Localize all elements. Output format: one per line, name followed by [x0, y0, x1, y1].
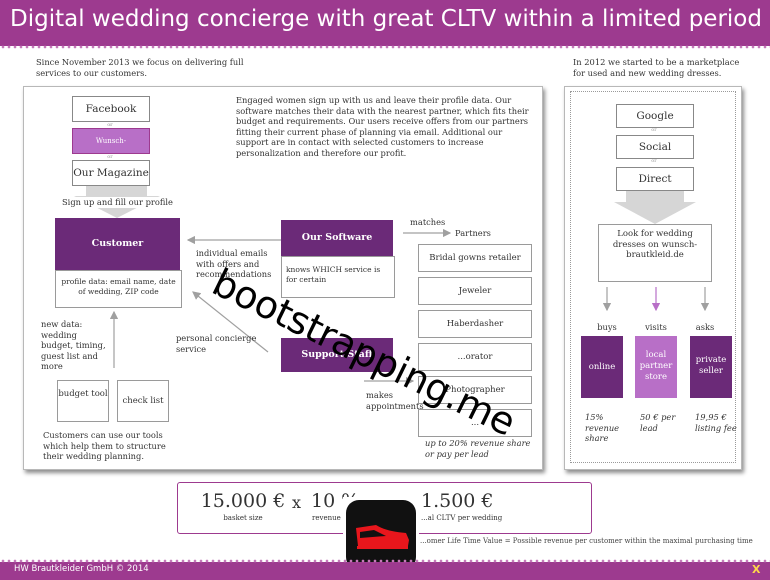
tool-check-list[interactable]: check list: [117, 380, 169, 422]
left-intro: Since November 2013 we focus on deliveri…: [36, 57, 244, 78]
partner-jeweler: Jeweler: [418, 277, 532, 305]
or-label: or: [651, 158, 657, 164]
customer-box: Customer: [55, 218, 180, 270]
cltv-definition: ...omer Life Time Value = Possible reven…: [420, 537, 753, 545]
description-text: Engaged women sign up with us and leave …: [236, 95, 529, 158]
software-detail-text: knows WHICH service is for certain: [286, 265, 381, 284]
or-label: or: [107, 154, 113, 160]
revenue-online: 15% revenue share: [585, 412, 620, 443]
source-social: Social: [616, 135, 694, 159]
right-panel-dotted-frame: [570, 91, 736, 463]
revenue-private: 19,95 € listing fee: [695, 412, 737, 433]
box-online: online: [581, 336, 623, 398]
makes-appointments-label: makes appointments: [366, 390, 424, 411]
partners-label: Partners: [455, 228, 491, 238]
individual-emails-label: individual emails with offers and recomm…: [196, 248, 272, 279]
box-local-partner-store-label: local partner store: [639, 350, 673, 382]
cltv-label: ...al CLTV per wedding: [421, 514, 503, 522]
box-private-seller: private seller: [690, 336, 732, 398]
shoe-icon: [356, 525, 409, 549]
partner-photographer: Photographer: [418, 376, 532, 404]
source-google: Google: [616, 104, 694, 128]
header-dots: [0, 44, 770, 50]
lookfor-text: Look for wedding dresses on wunsch-braut…: [612, 229, 698, 260]
box-local-partner-store: local partner store: [635, 336, 677, 398]
title-bar: Digital wedding concierge with great CLT…: [0, 0, 770, 50]
revenue-local: 50 € per lead: [640, 412, 676, 433]
tool-budget-label: budget tool: [58, 389, 108, 399]
revenue-label: revenue: [312, 514, 341, 522]
source-facebook: Facebook: [72, 96, 150, 122]
personal-service-label: personal concierge service: [176, 333, 257, 354]
or-label: or: [651, 127, 657, 133]
footer-copyright: HW Brautkleider GmbH © 2014: [14, 564, 149, 574]
tool-budget[interactable]: budget tool: [57, 380, 109, 422]
matches-label: matches: [410, 217, 446, 227]
partner-decorator: ...orator: [418, 343, 532, 371]
revenue-note: up to 20% revenue share or pay per lead: [425, 438, 531, 459]
new-data-label: new data: wedding budget, timing, guest …: [41, 319, 106, 371]
source-direct: Direct: [616, 167, 694, 191]
right-intro: In 2012 we started to be a marketplace f…: [573, 57, 740, 78]
funnel-arrow-right: [614, 187, 696, 224]
partner-haberdasher: Haberdasher: [418, 310, 532, 338]
software-box: Our Software: [281, 220, 393, 256]
software-detail-box: knows WHICH service is for certain: [281, 256, 395, 298]
action-buys: buys: [597, 322, 617, 332]
action-visits: visits: [645, 322, 667, 332]
lookfor-box: Look for wedding dresses on wunsch-braut…: [598, 224, 712, 282]
or-label: or: [107, 122, 113, 128]
customer-profile-box: profile data: email name, date of weddin…: [55, 270, 182, 308]
footer-bar: HW Brautkleider GmbH © 2014 X: [0, 558, 770, 580]
footer-dots: [0, 558, 770, 564]
partner-more: ...: [418, 409, 532, 437]
partner-bridal-gowns: Bridal gowns retailer: [418, 244, 532, 272]
cltv-value: 1.500 €: [421, 490, 494, 512]
multiply-operator: x: [292, 493, 302, 512]
basket-value: 15.000 €: [200, 490, 286, 512]
customer-profile-text: profile data: email name, date of weddin…: [61, 277, 176, 296]
source-wunsch-brautkleid: Wunsch-Brautkleid.de: [72, 128, 150, 169]
footer-mark: X: [752, 563, 761, 576]
signup-label: Sign up and fill our profile: [62, 197, 182, 208]
source-our-magazine: Our Magazine: [72, 160, 150, 186]
box-private-seller-label: private seller: [695, 355, 727, 376]
basket-label: basket size: [223, 514, 263, 522]
tools-caption: Customers can use our tools which help t…: [43, 430, 166, 461]
support-staff-box: Support Staff: [281, 338, 393, 372]
slide-title: Digital wedding concierge with great CLT…: [10, 6, 762, 32]
action-asks: asks: [695, 322, 715, 332]
